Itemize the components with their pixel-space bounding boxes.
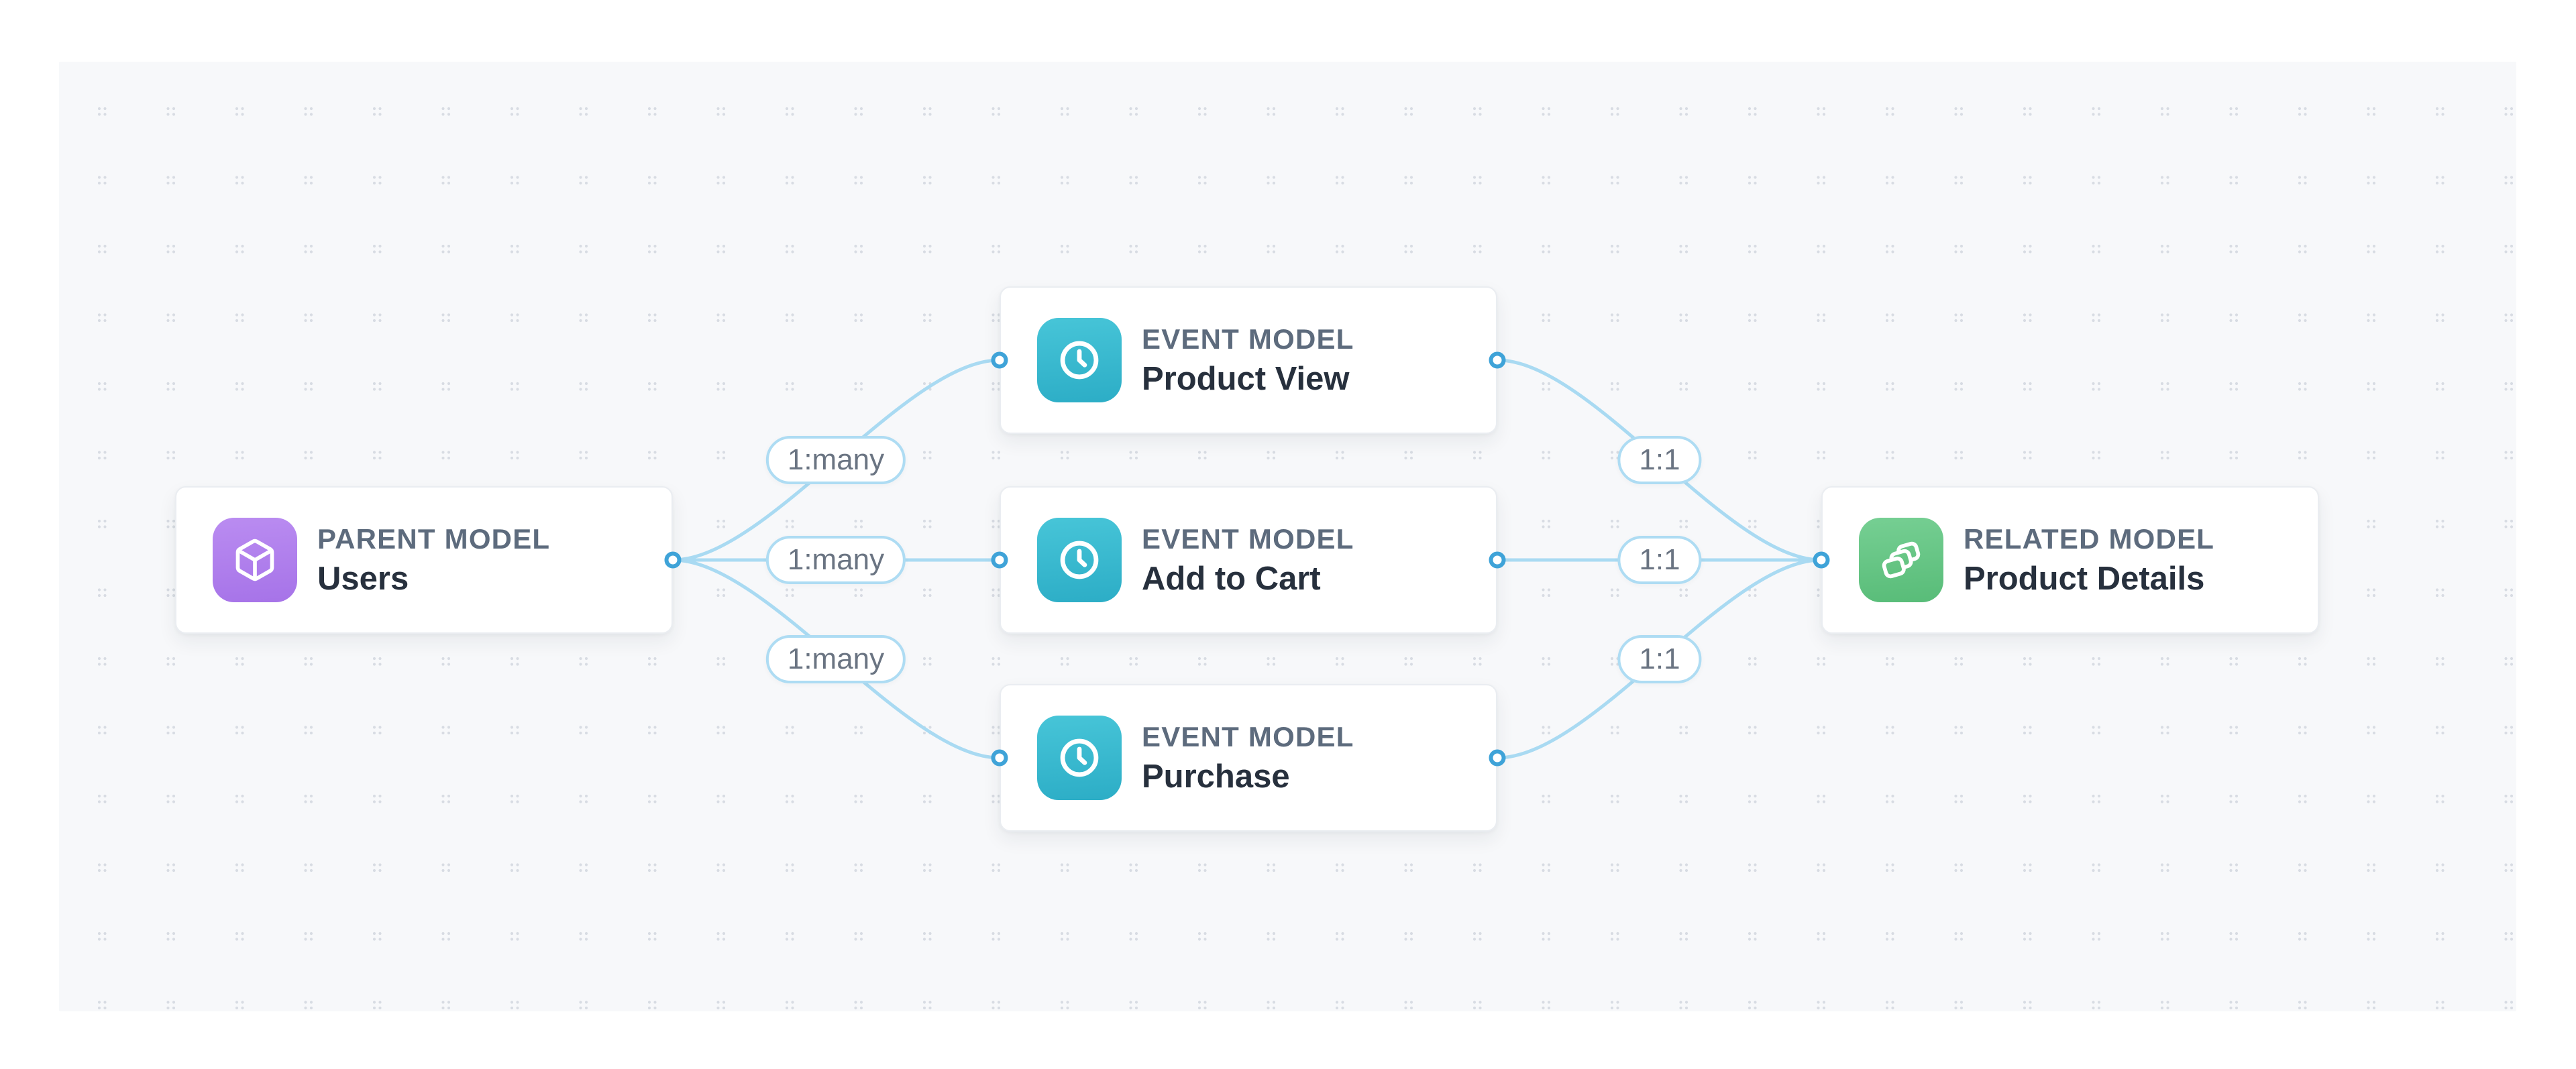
handle-purchase-target[interactable] — [991, 749, 1008, 767]
node-kind-label: EVENT MODEL — [1142, 323, 1354, 355]
node-title: Product Details — [1964, 560, 2205, 597]
node-users[interactable]: PARENT MODEL Users — [175, 486, 673, 634]
clock-icon — [1037, 518, 1122, 602]
handle-purchase-source[interactable] — [1489, 749, 1506, 767]
node-product-view[interactable]: EVENT MODEL Product View — [1000, 286, 1497, 434]
edge-label-purchase-product-details: 1:1 — [1617, 635, 1702, 683]
edge-label-users-product-view: 1:many — [765, 436, 906, 484]
node-title: Product View — [1142, 360, 1350, 397]
clock-icon — [1037, 716, 1122, 800]
square-stack-icon — [1859, 518, 1943, 602]
handle-users-source[interactable] — [664, 551, 682, 569]
node-kind-label: PARENT MODEL — [317, 522, 551, 555]
handle-product-view-source[interactable] — [1489, 351, 1506, 369]
node-kind-label: RELATED MODEL — [1964, 522, 2215, 555]
node-title: Add to Cart — [1142, 560, 1321, 597]
edge-label-users-add-to-cart: 1:many — [765, 536, 906, 584]
edge-label-product-view-product-details: 1:1 — [1617, 436, 1702, 484]
cube-icon — [213, 518, 297, 602]
node-kind-label: EVENT MODEL — [1142, 522, 1354, 555]
edge-label-add-to-cart-product-details: 1:1 — [1617, 536, 1702, 584]
node-product-details[interactable]: RELATED MODEL Product Details — [1821, 486, 2319, 634]
node-purchase[interactable]: EVENT MODEL Purchase — [1000, 684, 1497, 832]
node-title: Users — [317, 560, 409, 597]
node-title: Purchase — [1142, 758, 1290, 795]
edge-label-users-purchase: 1:many — [765, 635, 906, 683]
clock-icon — [1037, 318, 1122, 402]
handle-add-to-cart-target[interactable] — [991, 551, 1008, 569]
handle-product-details-target[interactable] — [1813, 551, 1830, 569]
node-kind-label: EVENT MODEL — [1142, 720, 1354, 752]
handle-product-view-target[interactable] — [991, 351, 1008, 369]
node-add-to-cart[interactable]: EVENT MODEL Add to Cart — [1000, 486, 1497, 634]
handle-add-to-cart-source[interactable] — [1489, 551, 1506, 569]
